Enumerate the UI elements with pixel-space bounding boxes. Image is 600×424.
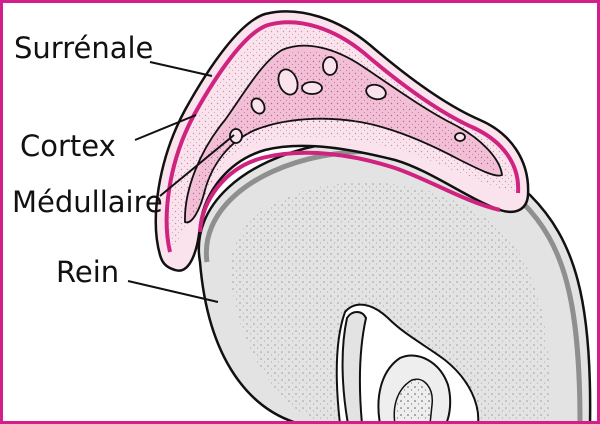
leader-cortex — [134, 114, 197, 141]
adrenal-inner-rim — [198, 150, 501, 233]
vessel-5 — [250, 97, 266, 115]
leader-surrenale — [149, 61, 213, 77]
label-medullaire: Médullaire — [12, 185, 163, 219]
medulla-vessels — [229, 56, 466, 144]
vessel-6 — [229, 128, 243, 144]
leader-medullaire — [159, 134, 235, 197]
leader-rein — [127, 280, 219, 303]
vessel-2 — [301, 81, 323, 95]
label-rein: Rein — [56, 255, 120, 289]
renal-calyx — [393, 378, 433, 421]
label-surrenale: Surrénale — [14, 31, 154, 65]
renal-pelvis — [341, 311, 368, 421]
medulla-texture — [190, 51, 498, 219]
leader-lines — [127, 61, 235, 303]
vessel-4 — [365, 83, 387, 101]
vessel-7 — [454, 132, 466, 142]
kidney-cortex-texture — [230, 182, 551, 421]
label-cortex: Cortex — [20, 129, 116, 163]
adrenal-capsule — [164, 20, 521, 253]
vessel-1 — [277, 68, 299, 96]
vessel-3 — [322, 56, 338, 76]
